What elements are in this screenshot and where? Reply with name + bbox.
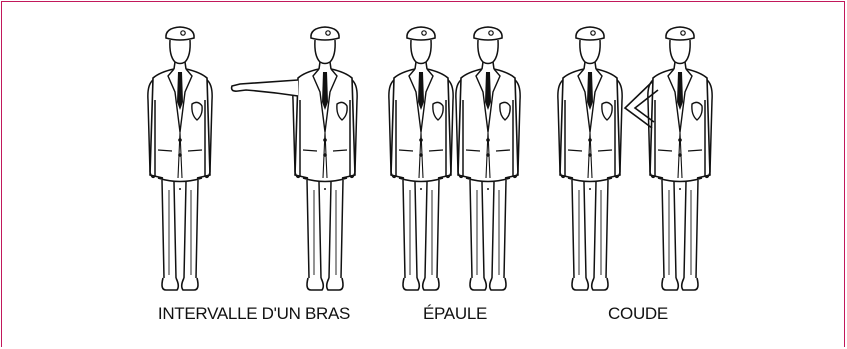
caption-shoulder: ÉPAULE — [405, 301, 505, 327]
figure-shoulder-left — [389, 27, 453, 290]
figure-arm-left — [148, 27, 212, 290]
figure-arm-right — [293, 27, 357, 290]
figure-elbow-left — [558, 27, 622, 290]
outstretched-arm — [232, 80, 298, 96]
figure-elbow-right — [648, 27, 712, 290]
figure-shoulder-right — [456, 27, 520, 290]
caption-arm-interval: INTERVALLE D'UN BRAS — [138, 301, 370, 327]
caption-elbow: COUDE — [588, 301, 688, 327]
